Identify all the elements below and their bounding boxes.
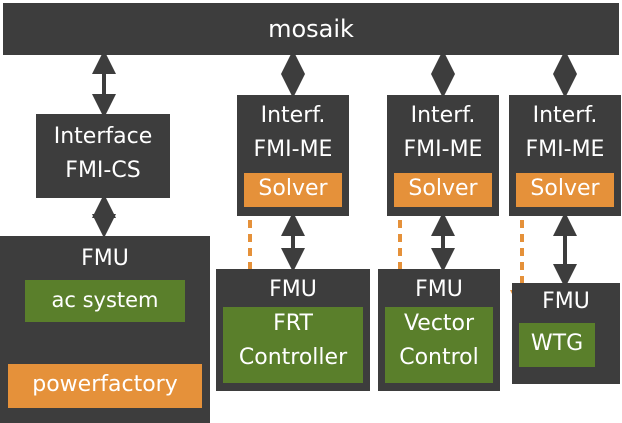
fmu-label: FMU	[269, 277, 317, 302]
ac-system-block: ac system	[25, 280, 185, 322]
interf-line1: Interf.	[410, 103, 476, 128]
fmu-left: FMU ac system powerfactory	[0, 236, 210, 423]
fmu-label: FMU	[81, 246, 129, 271]
ac-system-label: ac system	[51, 288, 159, 312]
mosaik-label: mosaik	[268, 15, 354, 43]
wtg-label: WTG	[530, 331, 584, 356]
powerfactory-label: powerfactory	[32, 372, 178, 397]
powerfactory-block: powerfactory	[8, 364, 202, 408]
solver-block-2: Solver	[394, 173, 492, 207]
vector-label: Vector	[403, 311, 475, 336]
solver-block-3: Solver	[516, 173, 614, 207]
interface-line2: FMI-CS	[65, 158, 141, 183]
fmu-2: FMU Vector Control	[378, 269, 500, 391]
interf-line1: Interf.	[532, 103, 598, 128]
interf-line1: Interf.	[260, 103, 326, 128]
interf-line2: FMI-ME	[403, 137, 483, 162]
interf-fmi-me-3: Interf. FMI-ME Solver	[509, 95, 621, 216]
fmu-3: FMU WTG	[512, 283, 620, 384]
controller-label: Controller	[238, 345, 348, 370]
interf-line2: FMI-ME	[253, 137, 333, 162]
interface-line1: Interface	[53, 124, 153, 149]
fmu-label: FMU	[542, 289, 590, 314]
control-label: Control	[399, 345, 479, 370]
solver-label: Solver	[258, 176, 328, 201]
solver-label: Solver	[530, 176, 600, 201]
wtg-block: WTG	[519, 323, 595, 367]
interf-fmi-me-1: Interf. FMI-ME Solver	[237, 95, 349, 216]
interf-fmi-me-2: Interf. FMI-ME Solver	[387, 95, 499, 216]
mosaik-bar: mosaik	[3, 3, 619, 55]
frt-label: FRT	[273, 311, 313, 336]
interface-fmi-cs: Interface FMI-CS	[36, 114, 170, 198]
fmu-label: FMU	[415, 277, 463, 302]
solver-block-1: Solver	[244, 173, 342, 207]
frt-controller-block: FRT Controller	[223, 307, 363, 383]
interf-line2: FMI-ME	[525, 137, 605, 162]
fmu-1: FMU FRT Controller	[216, 269, 370, 391]
solver-label: Solver	[408, 176, 478, 201]
vector-control-block: Vector Control	[385, 307, 493, 383]
